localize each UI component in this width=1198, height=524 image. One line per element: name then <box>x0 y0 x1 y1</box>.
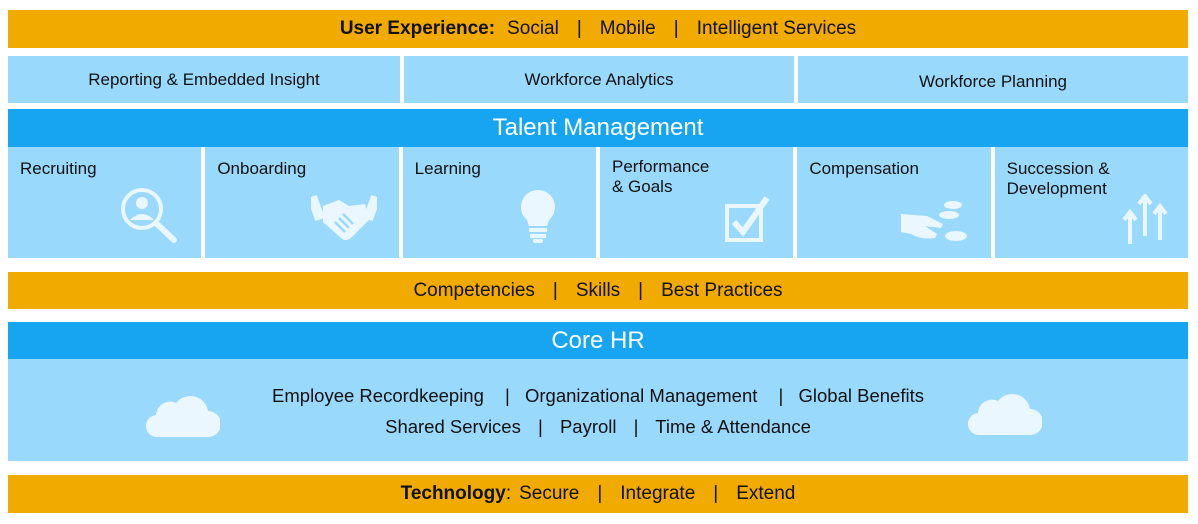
colon: : <box>505 483 512 504</box>
module-label: Recruiting <box>20 159 97 178</box>
module-compensation: Compensation <box>797 147 991 258</box>
skills-item: Skills <box>575 279 621 301</box>
separator: | <box>778 385 784 406</box>
module-label: Performance & Goals <box>611 157 710 196</box>
module-label: Learning <box>414 159 481 178</box>
cloud-icon <box>968 394 1042 436</box>
workforce-planning-label: Workforce Planning <box>918 71 1068 91</box>
talent-management-header: Talent Management <box>8 109 1188 147</box>
separator: | <box>597 483 603 504</box>
lightbulb-icon <box>520 189 556 243</box>
hand-coins-icon <box>900 201 967 241</box>
separator: | <box>537 416 543 437</box>
checkbox-icon <box>725 196 770 242</box>
core-hr-header: Core HR <box>8 322 1188 359</box>
technology-label: Technology <box>400 483 506 504</box>
divider <box>398 147 403 258</box>
analytics-row: Reporting & Embedded Insight Workforce A… <box>8 56 1188 103</box>
divider <box>400 56 404 103</box>
technology-bar: Technology: Secure | Integrate | Extend <box>8 475 1188 513</box>
divider <box>201 147 206 258</box>
foundations-bar: Competencies | Skills | Best Practices <box>8 272 1188 309</box>
separator: | <box>552 279 558 301</box>
divider <box>596 147 600 258</box>
module-learning: Learning <box>402 147 596 258</box>
module-recruiting: Recruiting <box>8 147 202 258</box>
handshake-icon <box>310 195 377 240</box>
ux-item-social: Social <box>507 18 559 39</box>
module-label: Compensation <box>809 159 919 178</box>
secure-item: Secure <box>519 483 580 504</box>
divider <box>794 56 798 103</box>
separator: | <box>673 18 679 39</box>
module-performance-goals: Performance & Goals <box>599 147 794 258</box>
cloud-icon <box>146 396 220 438</box>
talent-management-title: Talent Management <box>492 114 704 141</box>
ux-item-intelligent-services: Intelligent Services <box>696 18 857 39</box>
ux-item-mobile: Mobile <box>599 18 656 39</box>
global-benefits: Global Benefits <box>798 385 924 406</box>
extend-item: Extend <box>736 483 796 504</box>
workforce-analytics-box: Workforce Analytics <box>404 56 794 103</box>
core-hr-body: Employee Recordkeeping | Organizational … <box>8 359 1188 461</box>
separator: | <box>505 385 510 406</box>
divider <box>793 147 798 258</box>
time-attendance: Time & Attendance <box>655 416 811 437</box>
workforce-analytics-label: Workforce Analytics <box>524 69 674 89</box>
divider <box>990 147 995 258</box>
payroll: Payroll <box>559 416 617 437</box>
module-succession-development: Succession & Development <box>994 147 1188 258</box>
shared-services: Shared Services <box>385 416 521 437</box>
separator: | <box>713 483 719 504</box>
core-hr-title: Core HR <box>551 326 645 354</box>
separator: | <box>633 416 639 437</box>
integrate-item: Integrate <box>620 483 696 504</box>
user-experience-bar: User Experience: Social | Mobile | Intel… <box>8 10 1188 48</box>
competencies-item: Competencies <box>413 279 535 301</box>
workforce-planning-box: Workforce Planning <box>798 56 1188 103</box>
core-hr-line-2: Shared Services | Payroll | Time & Atten… <box>8 416 1188 438</box>
reporting-embedded-insight-box: Reporting & Embedded Insight <box>8 56 400 103</box>
module-onboarding: Onboarding <box>205 147 399 258</box>
employee-recordkeeping: Employee Recordkeeping <box>272 385 484 406</box>
module-label: Onboarding <box>217 159 307 178</box>
separator: | <box>638 279 644 301</box>
user-experience-label: User Experience: <box>339 18 496 39</box>
organizational-management: Organizational Management <box>524 385 758 406</box>
up-arrows-icon <box>1122 194 1168 244</box>
magnifier-person-icon <box>121 188 178 243</box>
best-practices-item: Best Practices <box>661 279 783 301</box>
reporting-label: Reporting & Embedded Insight <box>88 69 320 89</box>
separator: | <box>576 18 582 39</box>
module-label: Succession & Development <box>1006 159 1110 198</box>
talent-modules: Recruiting Onboarding Learning Performan… <box>8 147 1188 258</box>
core-hr-line-1: Employee Recordkeeping | Organizational … <box>8 385 1188 407</box>
